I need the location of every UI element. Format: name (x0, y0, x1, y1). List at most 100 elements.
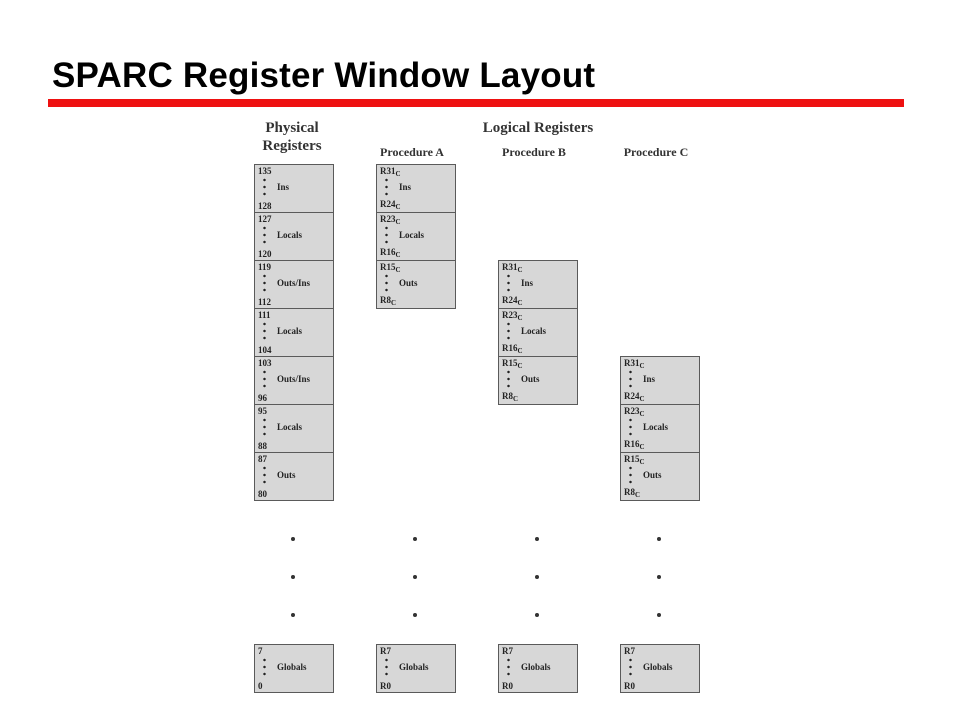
register-top-label: R23C (624, 406, 645, 418)
ellipsis-dot (657, 613, 661, 617)
register-top-label: R7 (502, 646, 513, 656)
register-bottom-label: 0 (258, 681, 263, 691)
ellipsis-dot (657, 537, 661, 541)
ellipsis-dot (291, 537, 295, 541)
register-bottom-label: 104 (258, 345, 272, 355)
register-top-label: R15C (502, 358, 523, 370)
register-top-label: R31C (502, 262, 523, 274)
slide-title: SPARC Register Window Layout (52, 56, 596, 95)
ellipsis-dot (413, 613, 417, 617)
vertical-dots-icon (263, 274, 266, 294)
register-bottom-label: R24C (502, 295, 523, 307)
register-bottom-label: R24C (380, 199, 401, 211)
register-bottom-label: 112 (258, 297, 272, 307)
vertical-dots-icon (263, 418, 266, 438)
register-bottom-label: 96 (258, 393, 267, 403)
register-top-label: R23C (502, 310, 523, 322)
register-group-label: Locals (521, 326, 547, 336)
register-top-label: 111 (258, 310, 271, 320)
vertical-dots-icon (385, 274, 388, 294)
register-top-label: R15C (624, 454, 645, 466)
title-underline-bar (48, 99, 904, 107)
vertical-dots-icon (263, 322, 266, 342)
register-bottom-label: R16C (380, 247, 401, 259)
register-top-label: R7 (380, 646, 391, 656)
vertical-dots-icon (385, 658, 388, 678)
vertical-dots-icon (263, 466, 266, 486)
ellipsis-dot (535, 613, 539, 617)
vertical-dots-icon (629, 658, 632, 678)
register-top-label: 135 (258, 166, 272, 176)
ellipsis-dot (535, 575, 539, 579)
ellipsis-dot (657, 575, 661, 579)
register-top-label: 87 (258, 454, 267, 464)
register-top-label: 103 (258, 358, 272, 368)
vertical-dots-icon (263, 178, 266, 198)
register-bottom-label: R16C (502, 343, 523, 355)
vertical-dots-icon (385, 178, 388, 198)
ellipsis-dot (413, 537, 417, 541)
vertical-dots-icon (629, 370, 632, 390)
vertical-dots-icon (629, 418, 632, 438)
register-bottom-label: R24C (624, 391, 645, 403)
register-top-label: 95 (258, 406, 267, 416)
register-group-label: Outs (399, 278, 418, 288)
register-bottom-label: R8C (502, 391, 519, 403)
register-group-label: Globals (399, 662, 429, 672)
register-group-label: Outs (643, 470, 662, 480)
ellipsis-dot (413, 575, 417, 579)
register-group-label: Ins (643, 374, 656, 384)
register-top-label: 127 (258, 214, 272, 224)
register-group-label: Locals (277, 230, 303, 240)
register-bottom-label: R0 (624, 681, 635, 691)
register-group-label: Outs/Ins (277, 374, 311, 384)
register-bottom-label: 128 (258, 201, 272, 211)
vertical-dots-icon (507, 274, 510, 294)
register-top-label: R31C (624, 358, 645, 370)
register-group-label: Ins (521, 278, 534, 288)
vertical-dots-icon (263, 370, 266, 390)
vertical-dots-icon (507, 370, 510, 390)
register-group-label: Locals (277, 422, 303, 432)
register-top-label: R7 (624, 646, 635, 656)
procedure-c-header: Procedure C (623, 145, 689, 159)
ellipsis-dot (535, 537, 539, 541)
register-group-label: Outs (277, 470, 296, 480)
physical-registers-header: Physical Registers (252, 119, 332, 155)
vertical-dots-icon (507, 322, 510, 342)
ellipsis-dot (291, 613, 295, 617)
register-group-label: Globals (521, 662, 551, 672)
register-bottom-label: 88 (258, 441, 267, 451)
register-group-label: Locals (643, 422, 669, 432)
register-group-label: Ins (277, 182, 290, 192)
register-bottom-label: 120 (258, 249, 272, 259)
register-group-label: Locals (399, 230, 425, 240)
register-bottom-label: R16C (624, 439, 645, 451)
register-bottom-label: R0 (502, 681, 513, 691)
vertical-dots-icon (507, 658, 510, 678)
register-bottom-label: R8C (624, 487, 641, 499)
register-top-label: R15C (380, 262, 401, 274)
register-group-label: Outs/Ins (277, 278, 311, 288)
register-group-label: Globals (643, 662, 673, 672)
register-group-label: Ins (399, 182, 412, 192)
